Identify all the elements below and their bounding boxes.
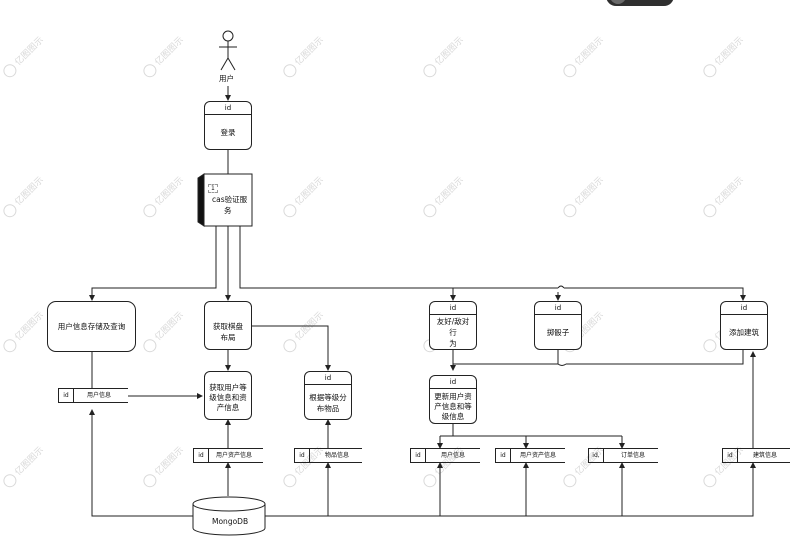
edge-cas-friend (239, 226, 456, 301)
store-item-info-name: 物品信息 (325, 452, 350, 459)
get-user-level-line3: 产信息 (216, 402, 240, 412)
dice-id: id (535, 302, 581, 315)
edge-hop2 (557, 363, 567, 366)
mongodb-label: MongoDB (212, 517, 249, 526)
store-building-info-name: 建筑信息 (753, 452, 778, 459)
friend-enemy-process[interactable]: id 友好/敌对行 为 (429, 301, 477, 350)
store-building-info[interactable]: id 建筑信息 (722, 448, 790, 463)
update-user-line3: 级信息 (441, 411, 465, 421)
friend-enemy-body: 友好/敌对行 为 (430, 315, 476, 350)
friend-enemy-line2: 为 (449, 339, 457, 348)
distribute-items-line1: 根据等级分 (309, 392, 347, 402)
toggle-knob (610, 0, 626, 4)
get-user-level-body: 获取用户等 级信息和资 产信息 (205, 376, 251, 419)
store-user-asset-right[interactable]: id 用户资产信息 (495, 448, 565, 463)
store-user-info-left-name: 用户信息 (87, 392, 112, 399)
get-board-line1: 获取棋盘 (213, 321, 243, 331)
distribute-items-id: id (305, 372, 351, 385)
actor-label: 用户 (219, 74, 234, 83)
distribute-items-body: 根据等级分 布物品 (305, 385, 351, 420)
store-user-info-right[interactable]: id 用户信息 (410, 448, 480, 463)
user-store-query-label: 用户信息存储及查询 (57, 322, 126, 331)
edge-cas-building (564, 287, 746, 301)
friend-enemy-id: id (430, 302, 476, 315)
store-user-info-right-id: id (411, 449, 426, 462)
edge-db-userinfo (89, 409, 193, 517)
user-store-query-process[interactable]: 用户信息存储及查询 (47, 301, 136, 352)
store-user-asset-right-name: 用户资产信息 (520, 452, 557, 459)
cas-index: 1 (208, 184, 218, 193)
distribute-items-line2: 布物品 (316, 403, 340, 413)
get-user-level-line2: 级信息和资 (209, 392, 247, 402)
login-id: id (205, 102, 251, 115)
store-user-asset-left-name: 用户资产信息 (216, 452, 253, 459)
get-user-level-line1: 获取用户等 (209, 382, 247, 392)
store-building-info-id: id (723, 449, 738, 462)
cas-label-line2: 务 (224, 206, 232, 215)
edge-board-items (252, 325, 331, 371)
dice-label: 掷骰子 (546, 328, 570, 337)
get-user-level-process[interactable]: 获取用户等 级信息和资 产信息 (204, 371, 252, 420)
store-user-asset-left-id: id (194, 449, 209, 462)
store-item-info-id: id (295, 449, 310, 462)
get-board-process[interactable]: 获取棋盘 布局 (204, 301, 252, 350)
edge-hop (557, 285, 565, 289)
update-user-body: 更新用户资 产信息和等 级信息 (430, 389, 476, 424)
store-user-info-left-id: id (59, 389, 74, 402)
distribute-items-process[interactable]: id 根据等级分 布物品 (304, 371, 352, 420)
login-label: 登录 (220, 128, 236, 137)
store-user-info-left[interactable]: id 用户信息 (58, 388, 128, 403)
store-user-info-right-name: 用户信息 (441, 452, 466, 459)
edge-cas-userstore (89, 226, 217, 301)
mongodb-cylinder (192, 496, 266, 536)
edge-db-building (265, 462, 756, 517)
store-order-info[interactable]: id, 订单信息 (588, 448, 658, 463)
get-board-line2: 布局 (220, 332, 236, 342)
store-user-asset-right-id: id (496, 449, 511, 462)
store-order-info-id: id, (589, 449, 604, 462)
update-user-id: id (430, 376, 476, 389)
add-building-id: id (721, 302, 767, 315)
friend-enemy-line1: 友好/敌对行 (436, 317, 470, 337)
update-user-line2: 产信息和等 (434, 401, 472, 411)
add-building-process[interactable]: id 添加建筑 (720, 301, 768, 350)
add-building-label: 添加建筑 (729, 328, 759, 337)
toggle-switch[interactable] (606, 0, 674, 6)
store-item-info[interactable]: id 物品信息 (294, 448, 362, 463)
store-order-info-name: 订单信息 (621, 452, 646, 459)
get-board-id (205, 302, 251, 314)
cas-box-shape (197, 173, 253, 227)
edge-dice-update (453, 350, 559, 365)
edge-building-update (566, 350, 744, 365)
update-user-line1: 更新用户资 (434, 391, 472, 401)
cas-label-line1: cas验证服 (212, 195, 248, 204)
update-user-process[interactable]: id 更新用户资 产信息和等 级信息 (429, 375, 477, 424)
actor-icon (219, 30, 237, 71)
store-user-asset-left[interactable]: id 用户资产信息 (193, 448, 263, 463)
get-board-body: 获取棋盘 布局 (205, 314, 251, 349)
dice-process[interactable]: id 掷骰子 (534, 301, 582, 350)
login-process[interactable]: id 登录 (204, 101, 252, 150)
